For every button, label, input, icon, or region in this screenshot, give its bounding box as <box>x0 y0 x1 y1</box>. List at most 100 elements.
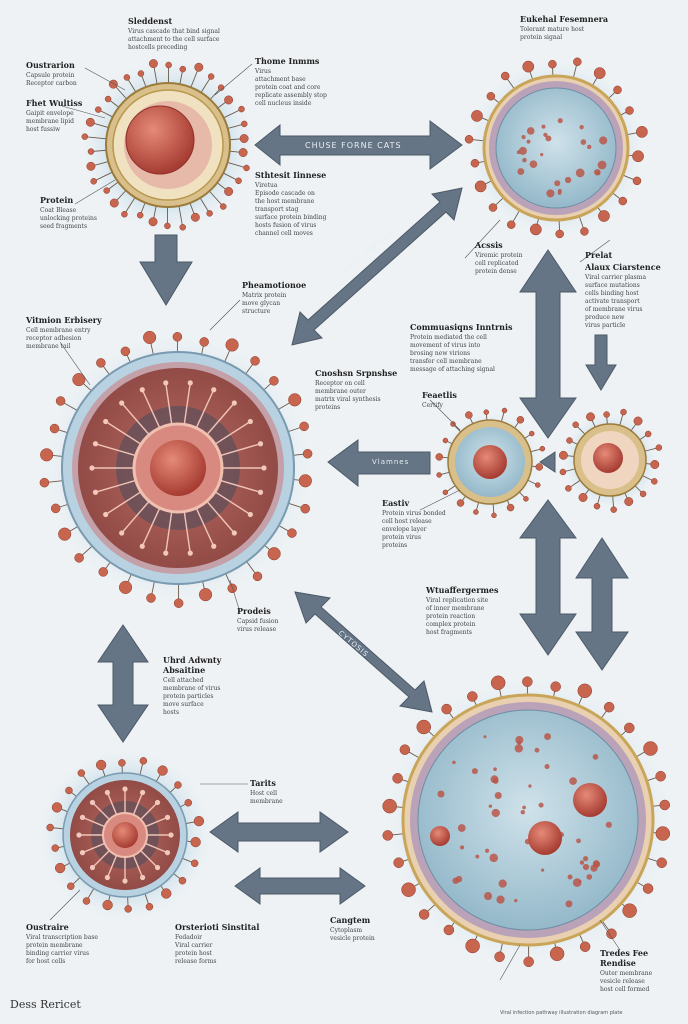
spike-head <box>618 196 628 206</box>
spike-head <box>610 506 617 513</box>
spike-head <box>207 73 215 80</box>
vesicle-dot <box>514 898 518 903</box>
vesicle-dot <box>576 838 581 844</box>
spike-head <box>225 338 239 352</box>
radial-fiber <box>95 479 136 493</box>
vesicle-dot <box>490 775 499 784</box>
spike-head <box>539 445 546 452</box>
radial-fiber <box>183 382 191 425</box>
radial-bead <box>104 874 110 881</box>
spike-head <box>239 134 249 143</box>
vesicle-dot <box>538 802 544 808</box>
spike-stalk <box>178 205 184 228</box>
spike-head <box>123 74 131 81</box>
radial-bead <box>76 832 82 838</box>
spike-head <box>578 493 588 502</box>
radial-bead <box>164 814 171 820</box>
vesicle-dot <box>528 784 532 788</box>
spike-head <box>624 497 634 507</box>
radial-fiber <box>145 816 168 828</box>
arrow-top-double <box>254 120 463 170</box>
radial-fiber <box>106 855 118 878</box>
spike-head <box>39 477 50 488</box>
vesicle-dot <box>579 860 585 865</box>
spike-head <box>467 691 478 702</box>
spike-head <box>392 773 403 784</box>
spike-head <box>659 799 671 811</box>
spike-head <box>529 223 542 236</box>
spike-head <box>473 509 479 515</box>
spike-head <box>77 769 86 777</box>
radial-fiber <box>141 507 161 547</box>
vesicle-dot <box>540 152 544 157</box>
spike-head <box>148 217 158 227</box>
radial-fiber <box>165 382 173 425</box>
spike-head <box>224 95 234 105</box>
spike-head <box>535 463 544 471</box>
spike-head <box>120 346 131 357</box>
footer-right: Viral infection pathway illustration dia… <box>500 1010 623 1016</box>
radial-bead <box>89 864 96 871</box>
vesicle-dot <box>521 135 526 140</box>
spike-head <box>399 744 411 755</box>
spike-head <box>267 547 281 561</box>
spike-head <box>165 61 172 69</box>
arrow-left-vertical <box>97 624 149 743</box>
spike-head <box>613 85 622 95</box>
spike-head <box>558 450 568 460</box>
radial-fiber <box>106 792 118 815</box>
radial-bead <box>211 387 217 393</box>
vesicle-dot <box>605 821 612 828</box>
vesicle-dot <box>579 124 584 130</box>
radial-bead <box>154 799 161 806</box>
spike-head <box>488 203 498 212</box>
vesicle-dot <box>515 735 524 744</box>
radial-fiber <box>105 420 142 445</box>
radial-bead <box>247 511 253 518</box>
spike-head <box>96 358 106 368</box>
spike-head <box>65 786 73 795</box>
vesicle-dot <box>567 874 573 880</box>
arrow-label-middle: Vlamnes <box>372 458 410 466</box>
spike-head <box>501 407 508 414</box>
radial-bead <box>257 489 264 495</box>
spike-head <box>401 882 416 897</box>
spike-head <box>190 212 200 222</box>
spike-head <box>416 719 431 735</box>
spike-head <box>137 70 145 77</box>
vesicle-dot <box>437 790 445 798</box>
spike-head <box>118 759 126 767</box>
radial-fiber <box>132 792 144 815</box>
spike-head <box>136 211 144 219</box>
spike-head <box>470 158 480 168</box>
vesicle-dot <box>557 118 563 124</box>
spike-head <box>523 956 534 968</box>
host-cell-top-right <box>464 56 648 240</box>
vesicle-dot <box>452 760 456 765</box>
spike-head <box>250 356 260 366</box>
vesicle-dot <box>546 189 555 198</box>
spike-head <box>224 187 234 196</box>
radial-bead <box>119 530 125 536</box>
spike-head <box>639 490 647 498</box>
spike-head <box>121 210 128 218</box>
vesicle-dot <box>526 139 531 144</box>
vesicle-dot <box>592 860 600 867</box>
radial-fiber <box>82 842 105 854</box>
arrow-vertical-right <box>519 249 577 439</box>
radial-fiber <box>140 850 159 869</box>
spike-head <box>103 187 110 194</box>
vesicle-dot <box>541 124 546 129</box>
spike-head <box>299 421 309 432</box>
spike-head <box>632 150 644 163</box>
spike-head <box>157 765 168 776</box>
